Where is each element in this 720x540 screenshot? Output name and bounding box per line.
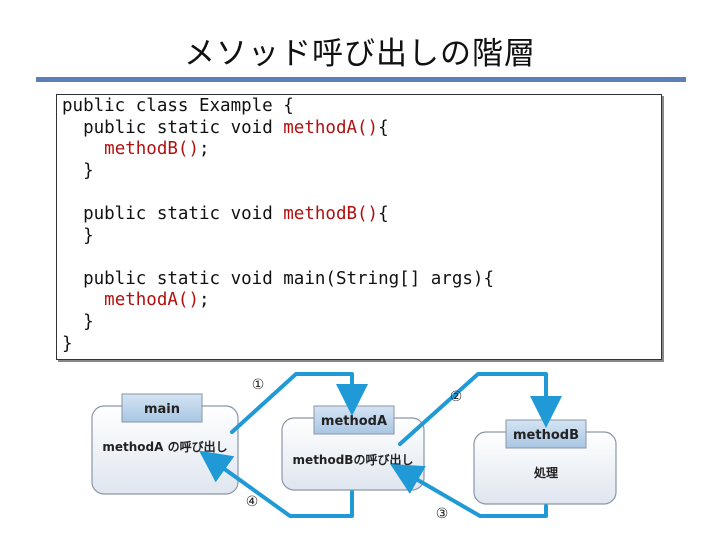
method-reference: methodB(): [283, 203, 379, 224]
step-3-number: ③: [436, 506, 449, 522]
step-2-number: ②: [450, 389, 463, 405]
code-line: }: [83, 311, 94, 332]
main-label: main: [144, 402, 180, 417]
code-line: methodA();: [104, 290, 210, 311]
arrow-step-3: [390, 463, 548, 518]
code-line: }: [83, 225, 94, 246]
method-reference: methodA(): [104, 290, 199, 311]
code-line: methodB();: [104, 139, 210, 160]
arrow-step-2: [398, 372, 562, 446]
code-line: public static void main(String[] args){: [83, 268, 494, 289]
methodB-body-text: 処理: [533, 465, 558, 480]
methodA-label: methodA: [321, 414, 387, 429]
method-reference: methodA(): [283, 117, 379, 138]
code-line: }: [83, 160, 94, 181]
arrow-step-4: [199, 450, 354, 518]
code-line: public class Example {: [62, 96, 294, 116]
slide-title: メソッド呼び出しの階層: [184, 36, 536, 72]
method-reference: methodB(): [104, 139, 199, 160]
step-1-number: ①: [252, 377, 265, 393]
code-line: }: [62, 333, 73, 354]
code-box: [56, 94, 662, 360]
code-line: public static void methodA(){: [83, 117, 389, 138]
methodB-panel: methodB 処理: [473, 419, 617, 505]
methodB-label: methodB: [513, 428, 579, 443]
code-listing: public class Example { public static voi…: [62, 96, 494, 355]
step-4-number: ④: [246, 494, 259, 510]
methodA-panel: methodA methodBの呼び出し: [281, 405, 425, 491]
main-panel: main methodA の呼び出し: [91, 393, 239, 495]
main-body-text: methodA の呼び出し: [102, 439, 227, 454]
methodA-body-text: methodBの呼び出し: [293, 452, 414, 467]
arrow-step-1: [230, 372, 368, 434]
title-underline: [36, 77, 686, 82]
code-line: public static void methodB(){: [83, 203, 389, 224]
